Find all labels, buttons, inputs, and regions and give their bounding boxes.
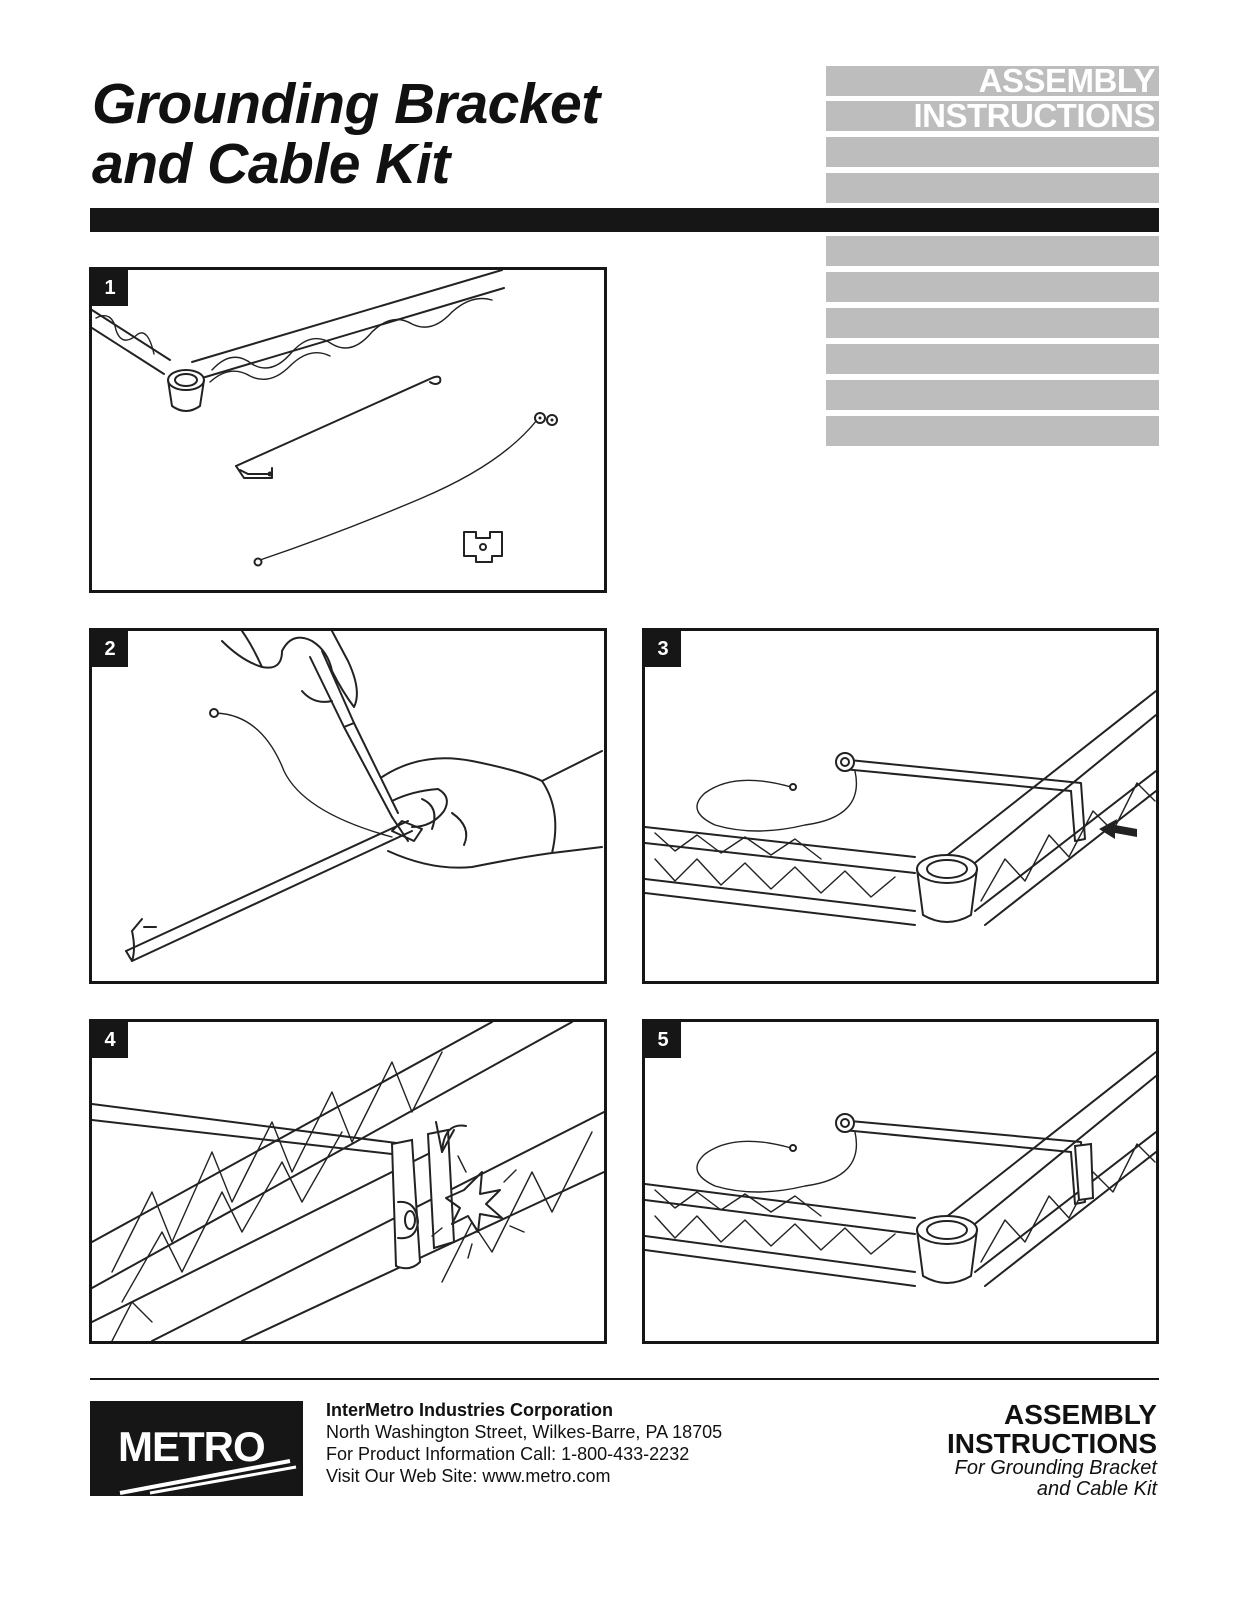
- banner-bar: [826, 272, 1159, 302]
- step-5-panel: 5: [642, 1019, 1159, 1344]
- document-title: Grounding Bracket and Cable Kit: [92, 74, 600, 194]
- step-number: 5: [645, 1022, 681, 1058]
- step-2-illustration: [125, 631, 603, 962]
- web-label: Visit Our Web Site:: [326, 1466, 478, 1486]
- footer-subtitle: For Grounding Bracket and Cable Kit: [955, 1458, 1157, 1500]
- banner-bar: [826, 66, 1159, 96]
- title-line-1: Grounding Bracket: [92, 72, 600, 136]
- step-4-panel: 4: [89, 1019, 607, 1344]
- step-1-illustration: [92, 270, 558, 567]
- step-number: 4: [92, 1022, 128, 1058]
- footer-subtitle-line-2: and Cable Kit: [1036, 1478, 1157, 1500]
- company-address: North Washington Street, Wilkes-Barre, P…: [326, 1422, 723, 1442]
- step-3-illustration: [645, 690, 1156, 926]
- banner-bar: [826, 137, 1159, 167]
- step-3-panel: 3: [642, 628, 1159, 984]
- banner-bar: [826, 380, 1159, 410]
- phone-line: For Product Information Call: 1-800-433-…: [326, 1443, 722, 1465]
- banner-bar: [826, 101, 1159, 131]
- phone-number: 1-800-433-2232: [561, 1444, 690, 1464]
- footer-subtitle-line-1: For Grounding Bracket: [954, 1457, 1157, 1479]
- step-2-panel: 2: [89, 628, 607, 984]
- footer-assembly-title: ASSEMBLY INSTRUCTIONS: [947, 1400, 1157, 1458]
- banner-bar: [826, 236, 1159, 266]
- title-line-2: and Cable Kit: [92, 132, 450, 196]
- banner-assembly: ASSEMBLY: [978, 62, 1156, 99]
- phone-label: For Product Information Call:: [326, 1444, 557, 1464]
- banner-bar: [826, 308, 1159, 338]
- logo-wordmark: METRO: [118, 1423, 266, 1470]
- company-name: InterMetro Industries Corporation: [326, 1400, 614, 1420]
- step-number: 3: [645, 631, 681, 667]
- banner-bar: [826, 344, 1159, 374]
- web-line: Visit Our Web Site: www.metro.com: [326, 1465, 722, 1487]
- metro-logo: METRO: [90, 1401, 303, 1496]
- header-rule: [90, 208, 1159, 232]
- banner-instructions: INSTRUCTIONS: [913, 97, 1156, 134]
- company-info: InterMetro Industries Corporation North …: [326, 1399, 722, 1487]
- banner-bar: [826, 173, 1159, 203]
- step-number: 1: [92, 270, 128, 306]
- footer-assembly-line-1: ASSEMBLY: [1003, 1399, 1157, 1430]
- web-link[interactable]: www.metro.com: [482, 1466, 611, 1486]
- logo-stripes: [119, 1459, 297, 1495]
- step-4-illustration: [92, 1022, 604, 1341]
- step-5-illustration: [645, 1051, 1156, 1287]
- footer-rule: [90, 1378, 1159, 1380]
- banner-bar: [826, 416, 1159, 446]
- footer-assembly-line-2: INSTRUCTIONS: [947, 1428, 1157, 1459]
- step-number: 2: [92, 631, 128, 667]
- step-1-panel: 1: [89, 267, 607, 593]
